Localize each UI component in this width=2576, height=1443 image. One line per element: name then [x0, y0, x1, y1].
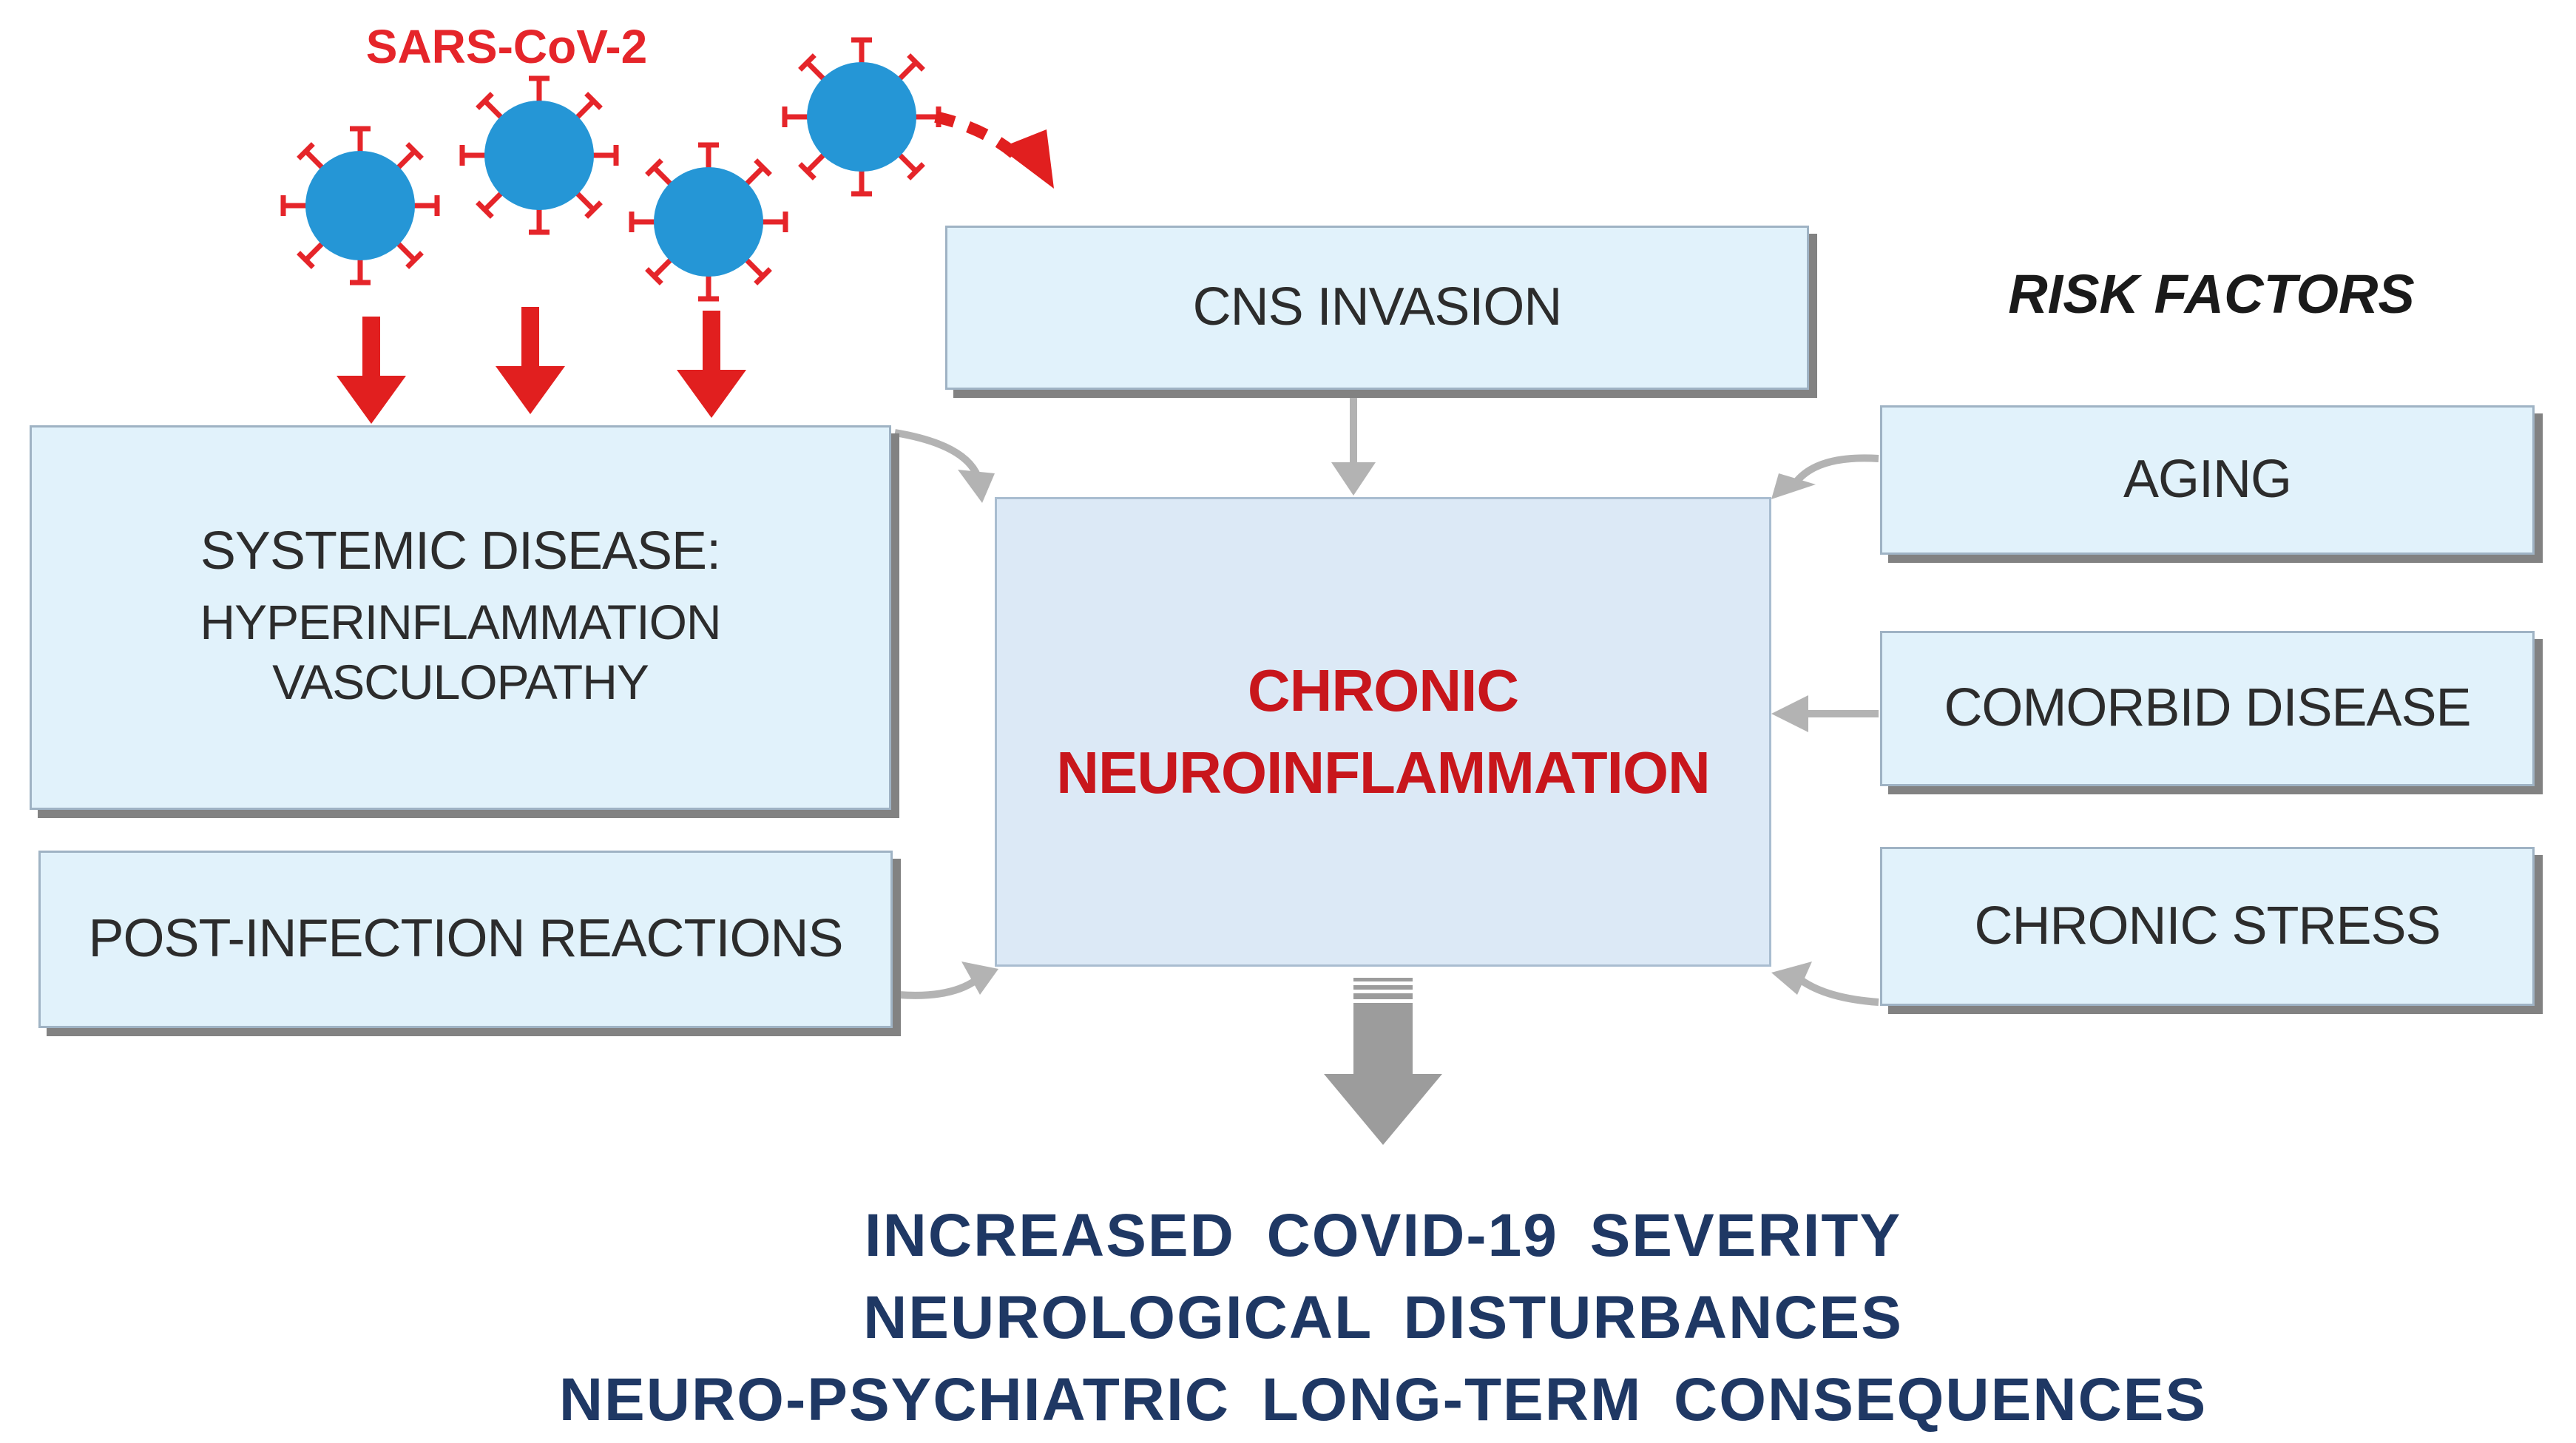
post-infection-box: POST-INFECTION REACTIONS: [38, 851, 893, 1028]
outcome-item: NEUROLOGICAL DISTURBANCES: [863, 1284, 1903, 1351]
risk-factors-title: RISK FACTORS: [2008, 263, 2415, 325]
center-title-line2: NEUROINFLAMMATION: [1056, 739, 1711, 805]
chronic-neuroinflammation-box: CHRONIC NEUROINFLAMMATION: [995, 497, 1771, 967]
risk-factor-label: COMORBID DISEASE: [1944, 678, 2471, 738]
risk-factor-comorbid: COMORBID DISEASE: [1880, 631, 2535, 786]
vasculopathy-label: VASCULOPATHY: [272, 654, 649, 709]
risk-factor-label: AGING: [2123, 450, 2292, 510]
risk-factor-aging: AGING: [1880, 405, 2535, 555]
virus-icon: [600, 113, 817, 331]
big-down-arrow: [1324, 978, 1442, 1145]
post-infection-label: POST-INFECTION REACTIONS: [88, 909, 843, 969]
red-down-arrows: [337, 307, 746, 424]
grey-arrows: [894, 396, 1879, 1006]
systemic-disease-title: SYSTEMIC DISEASE:: [200, 521, 721, 581]
virus-icon: [430, 47, 648, 264]
risk-factor-label: CHRONIC STRESS: [1974, 896, 2441, 956]
outcome-item: INCREASED COVID-19 SEVERITY: [864, 1202, 1902, 1269]
cns-invasion-box: CNS INVASION: [945, 226, 1809, 390]
dashed-red-arrow: [934, 111, 1054, 189]
outcome-item: NEURO-PSYCHIATRIC LONG-TERM CONSEQUENCES: [558, 1366, 2208, 1433]
systemic-disease-box: SYSTEMIC DISEASE: HYPERINFLAMMATION VASC…: [30, 425, 891, 810]
hyperinflammation-label: HYPERINFLAMMATION: [200, 595, 721, 650]
virus-label: SARS-CoV-2: [365, 20, 648, 73]
cns-invasion-label: CNS INVASION: [1192, 277, 1563, 337]
center-title-line1: CHRONIC: [1247, 658, 1519, 724]
risk-factor-chronic-stress: CHRONIC STRESS: [1880, 847, 2535, 1006]
virus-icon: [251, 97, 469, 314]
outcomes-list: INCREASED COVID-19 SEVERITY NEUROLOGICAL…: [444, 1194, 2322, 1441]
